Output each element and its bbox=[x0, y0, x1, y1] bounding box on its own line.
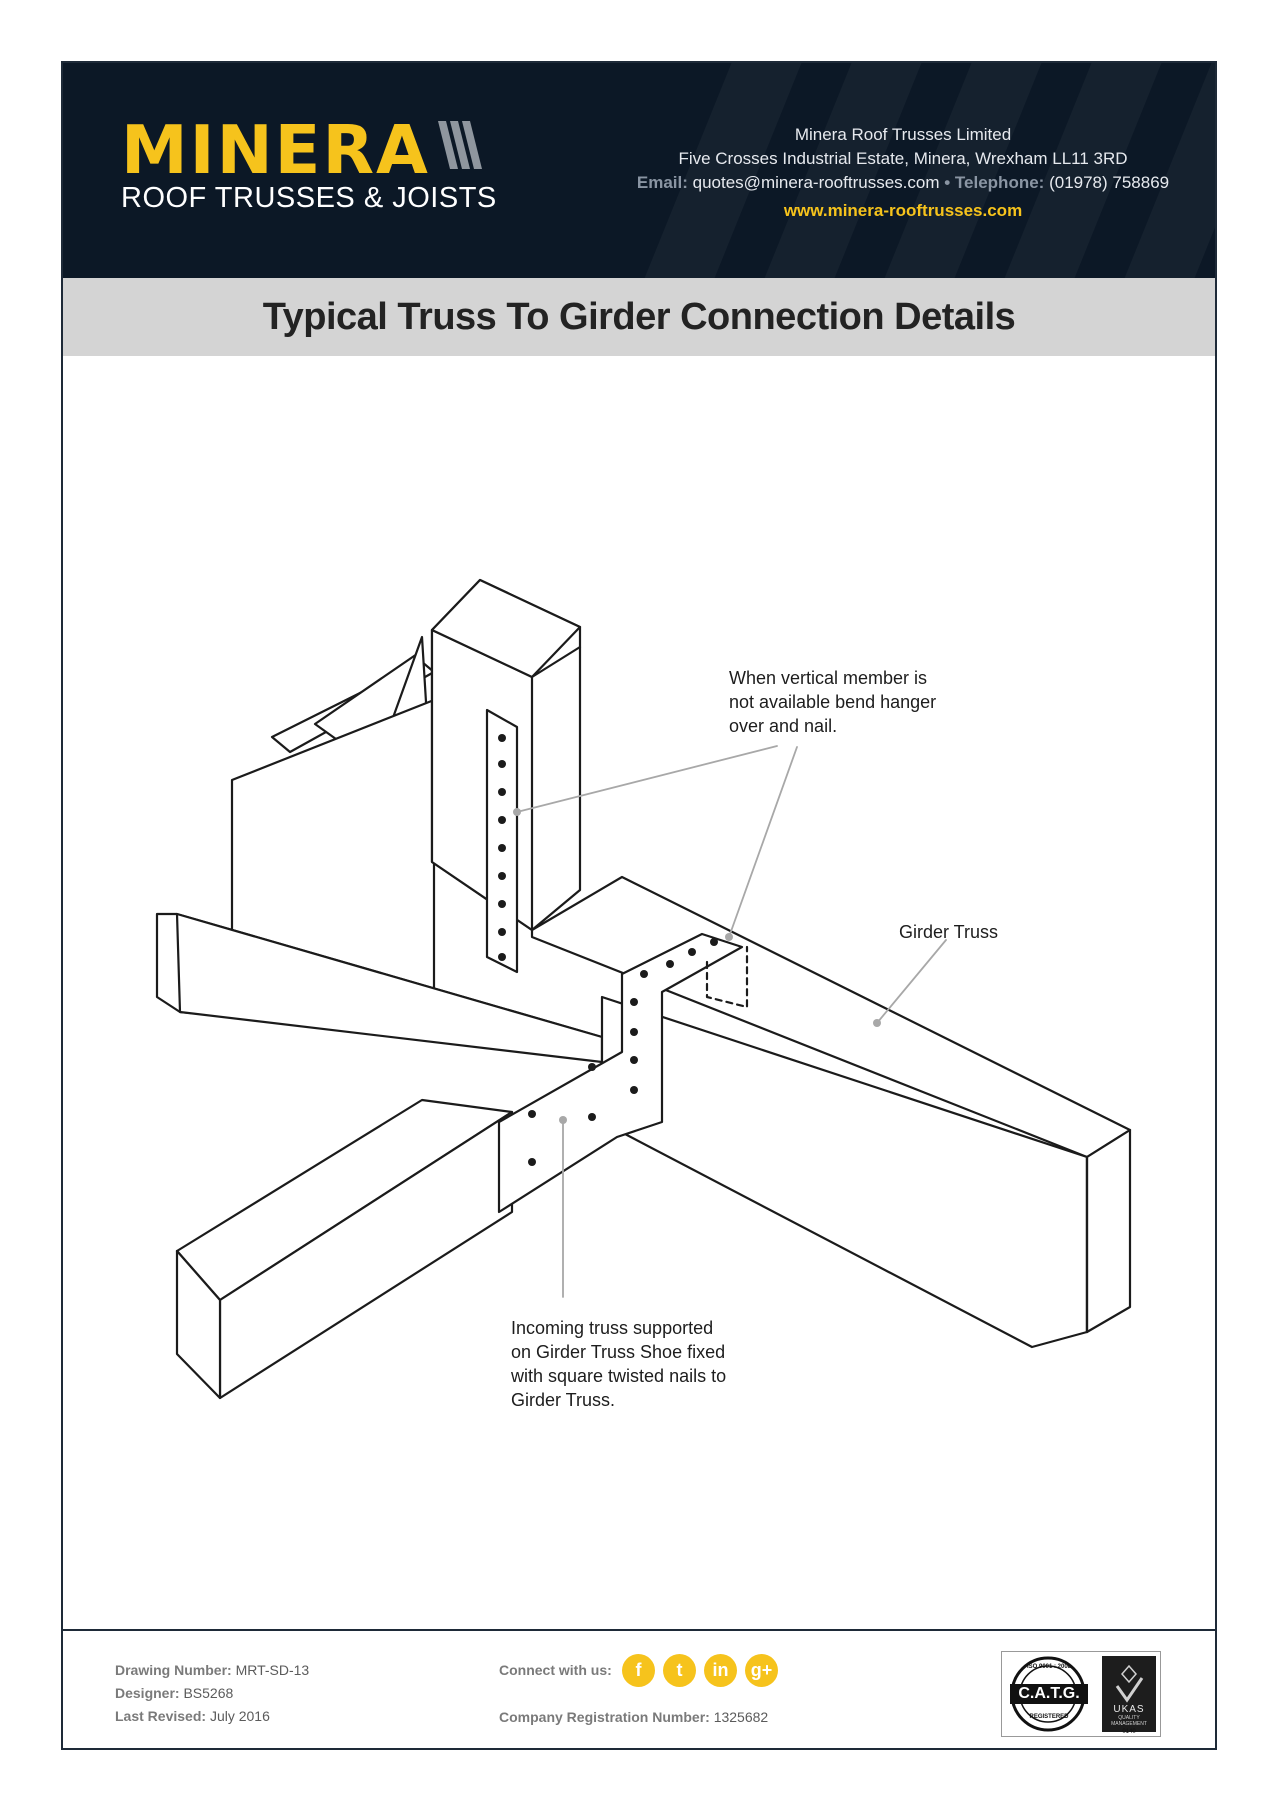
facebook-icon[interactable]: f bbox=[622, 1654, 655, 1687]
nail-hole bbox=[528, 1110, 536, 1118]
designer: Designer: BS5268 bbox=[115, 1685, 234, 1701]
nail-hole bbox=[498, 900, 506, 908]
contact-block: Minera Roof Trusses Limited Five Crosses… bbox=[623, 123, 1183, 223]
nail-hole bbox=[528, 1158, 536, 1166]
girder-truss-end bbox=[1085, 1128, 1132, 1334]
ukas-sub2: MANAGEMENT bbox=[1111, 1721, 1147, 1727]
phone-label: Telephone: bbox=[954, 173, 1045, 192]
company-registration: Company Registration Number: 1325682 bbox=[499, 1709, 769, 1725]
twitter-icon[interactable]: t bbox=[663, 1654, 696, 1687]
ukas-number: 0140 bbox=[1122, 1729, 1136, 1735]
phone-number[interactable]: (01978) 758869 bbox=[1049, 173, 1170, 192]
company-name: Minera Roof Trusses Limited bbox=[794, 125, 1012, 144]
logo-slashes-icon bbox=[436, 115, 488, 185]
page-title: Typical Truss To Girder Connection Detai… bbox=[262, 296, 1016, 338]
nail-hole bbox=[498, 953, 506, 961]
nail-hole bbox=[630, 1028, 638, 1036]
last-revised: Last Revised: July 2016 bbox=[115, 1708, 270, 1724]
nail-hole bbox=[498, 816, 506, 824]
catg-ring-top: ISO 9001 : 2008 bbox=[1026, 1664, 1072, 1670]
leader-line bbox=[728, 746, 798, 938]
linkedin-icon[interactable]: in bbox=[704, 1654, 737, 1687]
logo-wordmark: MINERA bbox=[121, 111, 430, 189]
leader-dot bbox=[559, 1116, 567, 1124]
catg-seal-label: C.A.T.G. bbox=[1010, 1684, 1088, 1704]
nail-hole bbox=[498, 788, 506, 796]
leader-line bbox=[876, 939, 947, 1024]
nail-hole bbox=[498, 872, 506, 880]
girder-truss-shoe bbox=[497, 932, 744, 1214]
nail-hole bbox=[588, 1063, 596, 1071]
company-address: Five Crosses Industrial Estate, Minera, … bbox=[678, 149, 1128, 168]
email-label: Email: bbox=[636, 173, 688, 192]
drawing-number: Drawing Number: MRT-SD-13 bbox=[115, 1662, 310, 1678]
nail-hole bbox=[666, 960, 674, 968]
nail-hole bbox=[640, 970, 648, 978]
nail-hole bbox=[688, 948, 696, 956]
nail-hole bbox=[630, 1086, 638, 1094]
nail-hole bbox=[710, 938, 718, 946]
title-band: Typical Truss To Girder Connection Detai… bbox=[63, 278, 1215, 356]
nail-hole bbox=[588, 1113, 596, 1121]
nail-hole bbox=[630, 1056, 638, 1064]
callout-incoming-truss: Incoming truss supported on Girder Truss… bbox=[511, 1318, 727, 1410]
footer: Drawing Number: MRT-SD-13 Designer: BS52… bbox=[63, 1629, 1215, 1752]
leader-line bbox=[516, 745, 778, 813]
nail-hole bbox=[498, 760, 506, 768]
ukas-sub1: QUALITY bbox=[1118, 1715, 1140, 1721]
google-plus-icon[interactable]: g+ bbox=[745, 1654, 778, 1687]
leader-dot bbox=[725, 933, 733, 941]
connect-label: Connect with us: bbox=[499, 1662, 612, 1678]
hanger-strap bbox=[485, 708, 519, 974]
connection-detail-drawing bbox=[155, 578, 1132, 1400]
header-banner: MINERA ROOF TRUSSES & JOISTS Minera Roof… bbox=[63, 63, 1215, 278]
nail-hole bbox=[498, 734, 506, 742]
callout-vertical-member: When vertical member is not available be… bbox=[729, 668, 937, 736]
website-link[interactable]: www.minera-rooftrusses.com bbox=[783, 201, 1023, 220]
contact-line: Email: quotes@minera-rooftrusses.com • T… bbox=[623, 171, 1183, 195]
logo-tagline: ROOF TRUSSES & JOISTS bbox=[121, 182, 497, 214]
incoming-truss-end bbox=[175, 1249, 222, 1400]
vertical-member-top bbox=[430, 578, 582, 679]
ukas-label: UKAS bbox=[1113, 1704, 1145, 1715]
nail-hole bbox=[498, 844, 506, 852]
contact-separator: • bbox=[944, 173, 951, 192]
certification-badges: ISO 9001 : 2008 C.A.T.G. REGISTERED UKAS… bbox=[1001, 1651, 1161, 1737]
drawing-sheet: MINERA ROOF TRUSSES & JOISTS Minera Roof… bbox=[61, 61, 1217, 1750]
company-logo: MINERA ROOF TRUSSES & JOISTS bbox=[121, 115, 497, 213]
lamination-line bbox=[530, 645, 582, 679]
email-link[interactable]: quotes@minera-rooftrusses.com bbox=[692, 173, 940, 192]
callout-girder-truss: Girder Truss bbox=[899, 922, 999, 942]
leader-dot bbox=[513, 808, 521, 816]
nail-hole bbox=[630, 998, 638, 1006]
hidden-edge bbox=[705, 945, 749, 1009]
nail-hole bbox=[498, 928, 506, 936]
social-links: f t in g+ bbox=[622, 1654, 782, 1688]
leader-dot bbox=[873, 1019, 881, 1027]
catg-ring-bottom: REGISTERED bbox=[1029, 1714, 1069, 1720]
